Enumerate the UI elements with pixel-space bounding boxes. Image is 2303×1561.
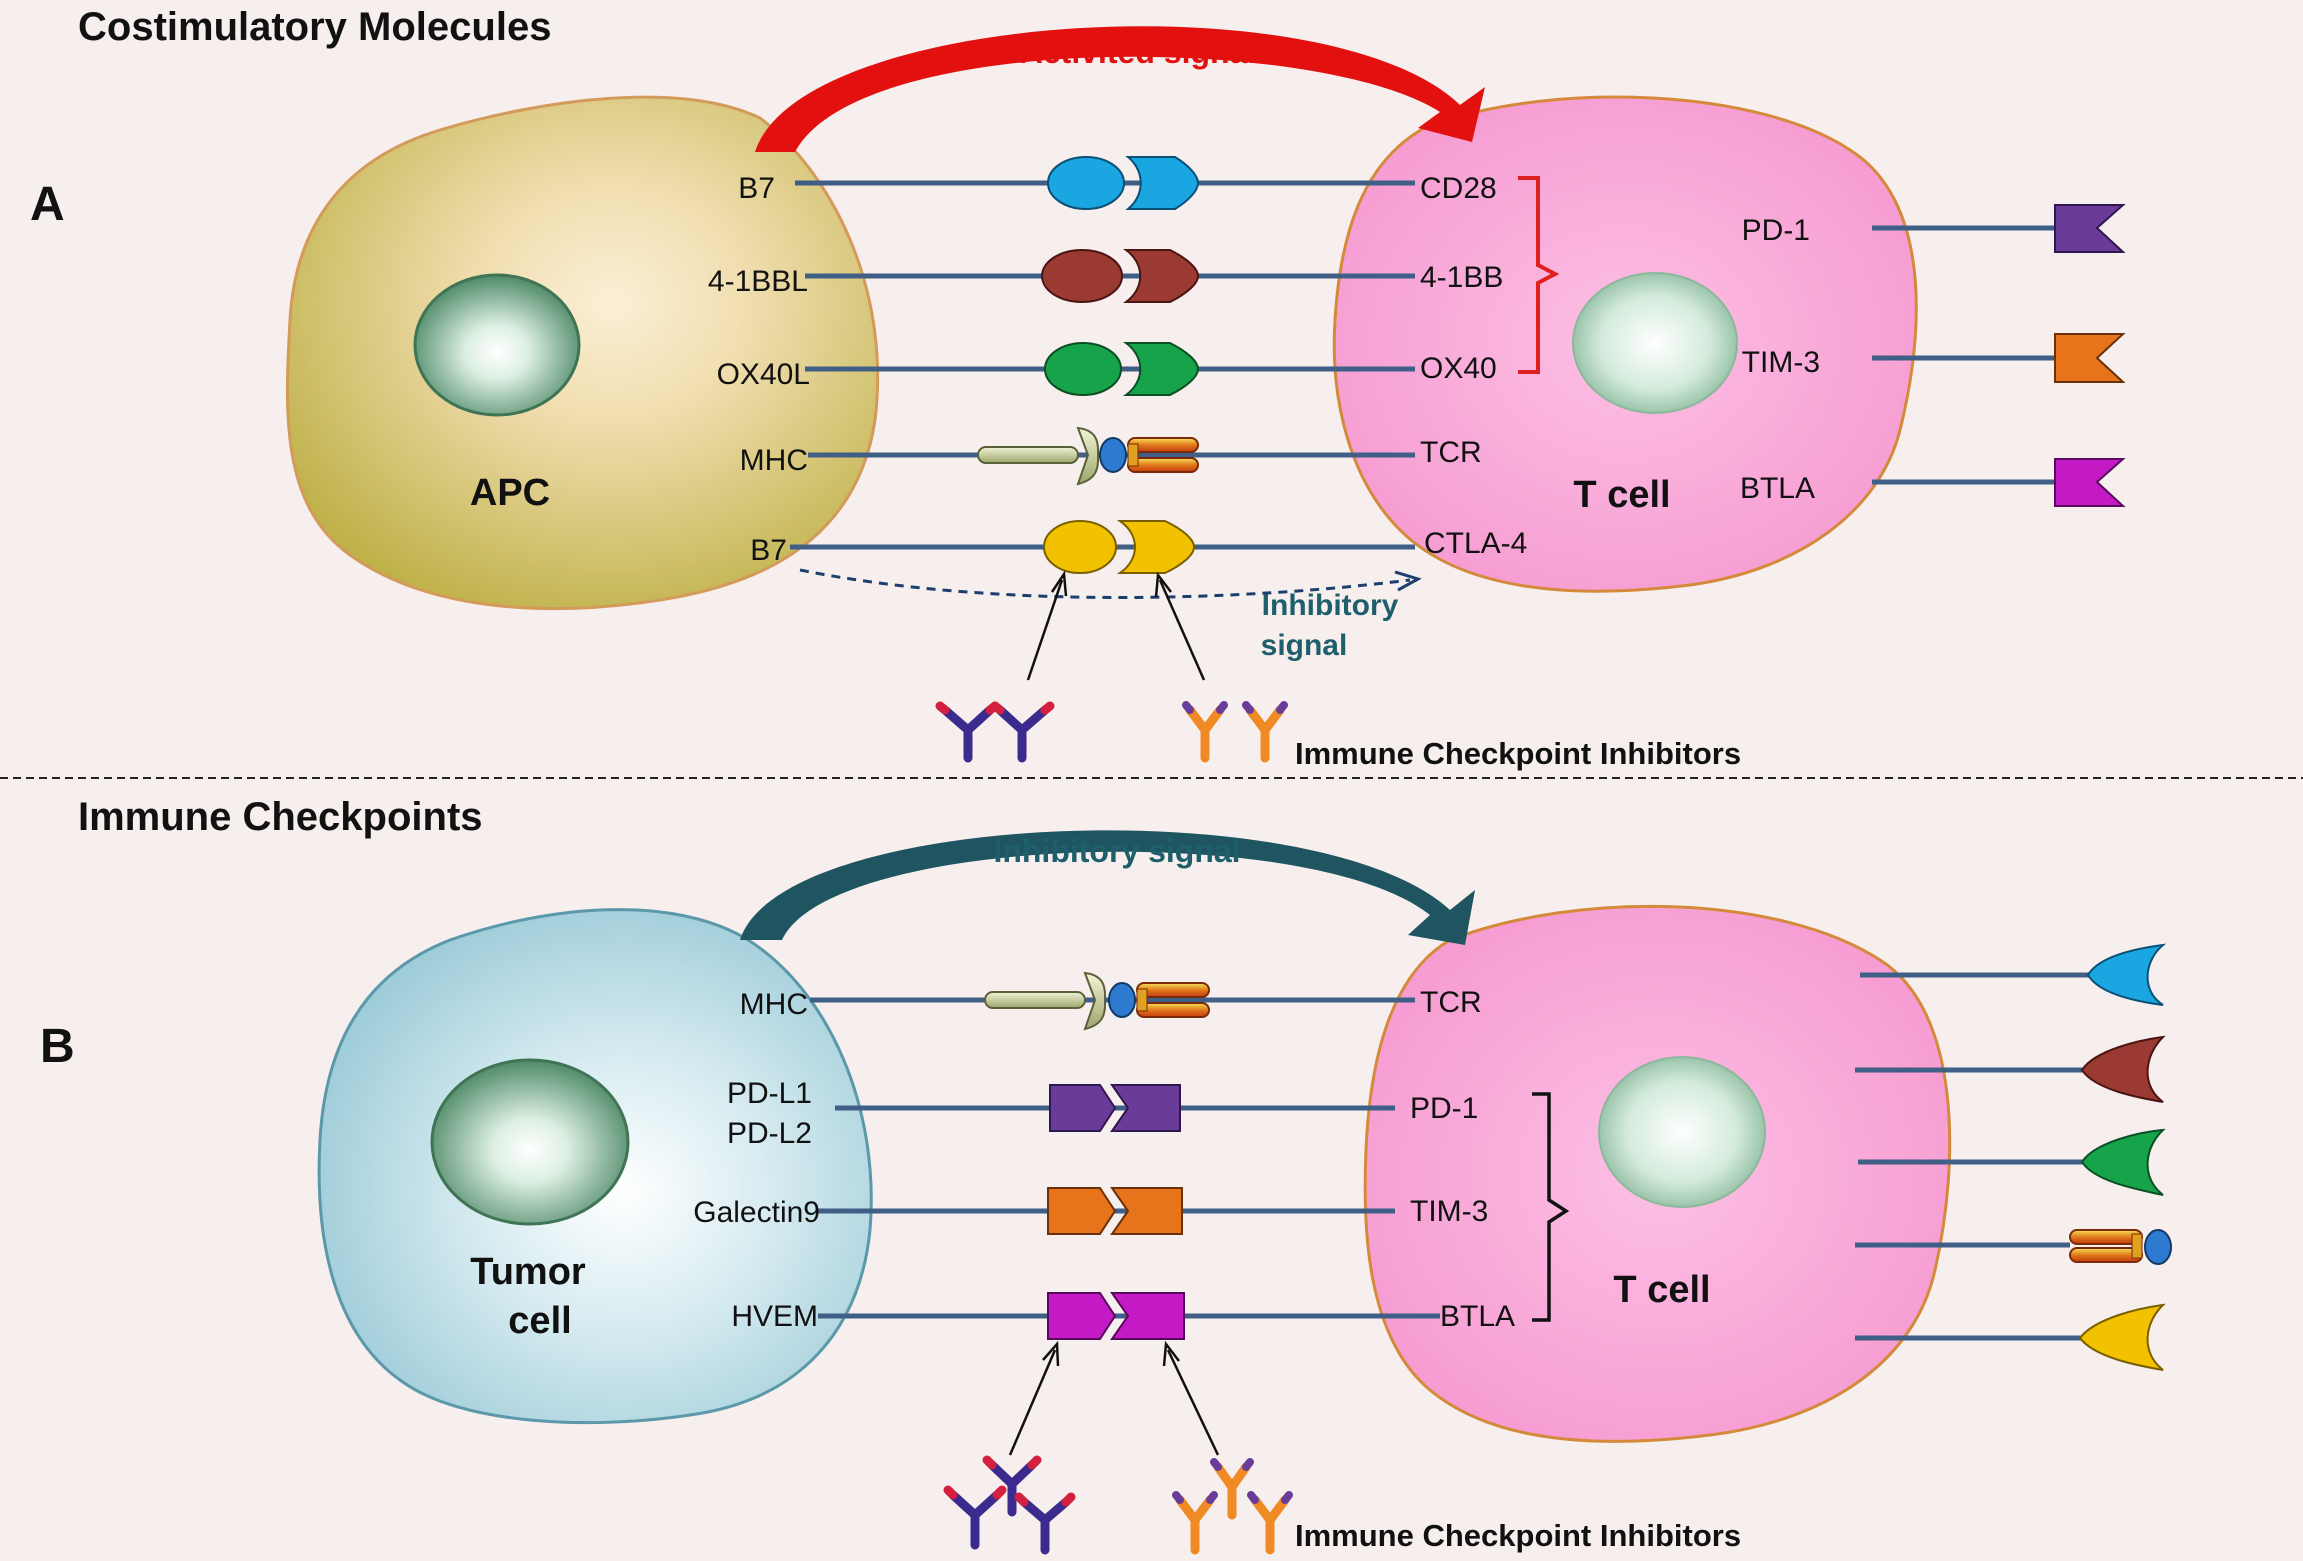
mhc-tcr-pair-a	[977, 426, 1199, 486]
ici-arrow-b-left	[1008, 1349, 1057, 1456]
panel-label-a: A	[30, 178, 65, 231]
hvem-btla-pair	[1047, 1292, 1185, 1340]
tcr-receptor-b	[2069, 1229, 2172, 1265]
antibody-orange-b1	[1172, 1491, 1218, 1555]
ox40l-ox40-pair	[1044, 342, 1200, 396]
receptor-cd28: CD28	[1420, 172, 1497, 205]
ligand-galectin9: Galectin9	[693, 1196, 820, 1229]
antibody-purple-b2	[982, 1455, 1042, 1517]
pdl-pd1-pair	[1049, 1084, 1181, 1132]
ici-arrowhead-a-left	[1050, 570, 1068, 597]
t-cell-b-label: T cell	[1613, 1269, 1710, 1311]
ligand-4-1bbl: 4-1BBL	[708, 265, 808, 298]
4-1bbl-4-1bb-pair	[1041, 249, 1200, 303]
checkpoint-tim-3-a: TIM-3	[1742, 346, 1820, 379]
ligand-mhc: MHC	[740, 444, 808, 477]
receptor-tcr-b: TCR	[1420, 986, 1482, 1019]
antibody-orange-a1	[1182, 701, 1228, 763]
ici-arrowhead-b-right	[1162, 1340, 1180, 1367]
ox40-receptor-b	[2080, 1128, 2166, 1196]
section-title-costimulatory: Costimulatory Molecules	[78, 5, 551, 49]
ligand-pd-l2: PD-L2	[727, 1117, 812, 1150]
tumor-nucleus	[430, 1058, 630, 1226]
receptor-4-1bb: 4-1BB	[1420, 261, 1503, 294]
b7-cd28-pair	[1047, 156, 1200, 210]
inhibitory-label-a-line1: Inhibitory	[1262, 589, 1399, 622]
ligand-hvem: HVEM	[731, 1300, 818, 1333]
antibody-orange-a2	[1242, 701, 1288, 763]
inhibitory-dashed-arrow-a	[799, 568, 1411, 599]
ligand-ox40l: OX40L	[717, 358, 810, 391]
ici-arrow-a-right	[1158, 579, 1206, 681]
receptor-ox40: OX40	[1420, 352, 1497, 385]
ici-label-b: Immune Checkpoint Inhibitors	[1295, 1518, 1741, 1553]
ctla-4-receptor-b	[2078, 1303, 2166, 1371]
checkpoint-pd-1-a: PD-1	[1742, 214, 1810, 247]
ici-arrow-b-right	[1166, 1349, 1220, 1456]
t-cell-b-nucleus	[1598, 1056, 1766, 1208]
ligand-mhc-b: MHC	[740, 988, 808, 1021]
inhibitory-arrow-label-b: Inhibitory signal	[993, 833, 1240, 869]
ici-arrow-a-left	[1026, 579, 1064, 681]
apc-label: APC	[470, 472, 550, 514]
b7-ctla4-pair	[1043, 520, 1196, 574]
cd28-receptor-b	[2086, 943, 2167, 1006]
inhibitory-dashed-arrowhead-a	[1394, 570, 1422, 592]
antibody-purple-a1	[935, 701, 1000, 763]
apc-cell	[285, 95, 880, 611]
btla-receptor-a	[2054, 458, 2126, 507]
receptor-pd-1-b: PD-1	[1410, 1092, 1478, 1125]
receptor-ctla-4: CTLA-4	[1424, 527, 1527, 560]
ici-arrowhead-a-right	[1154, 571, 1172, 598]
activation-arrow	[755, 26, 1485, 152]
receptor-tim-3-b: TIM-3	[1410, 1195, 1488, 1228]
panel-label-b: B	[40, 1020, 75, 1073]
antibody-orange-b2	[1210, 1458, 1254, 1520]
ligand-b7: B7	[738, 172, 775, 205]
apc-nucleus	[413, 273, 581, 417]
inhibitory-label-a-line2: signal	[1261, 629, 1348, 662]
checkpoint-btla-a: BTLA	[1740, 472, 1815, 505]
costim-bracket	[1518, 176, 1560, 374]
t-cell-a-nucleus	[1572, 272, 1738, 414]
ligand-pd-l1: PD-L1	[727, 1077, 812, 1110]
checkpoint-bracket	[1532, 1092, 1570, 1322]
t-cell-a-label: T cell	[1573, 474, 1670, 516]
ici-label-a: Immune Checkpoint Inhibitors	[1295, 736, 1741, 771]
galectin9-tim3-pair	[1047, 1187, 1183, 1235]
inhibitory-arrow-b	[740, 830, 1475, 945]
antibody-purple-b1	[943, 1485, 1007, 1550]
antibody-orange-b3	[1247, 1491, 1293, 1555]
receptor-btla-b: BTLA	[1440, 1300, 1515, 1333]
antibody-purple-a2	[990, 701, 1055, 763]
4-1bb-receptor-b	[2080, 1035, 2166, 1103]
ligand-b7-2: B7	[750, 534, 787, 567]
antibody-purple-b3	[1014, 1492, 1076, 1555]
tumor-label-line1: Tumor	[470, 1251, 586, 1293]
activation-arrow-label: Activited signal	[1020, 34, 1257, 70]
ici-arrowhead-b-left	[1042, 1340, 1060, 1367]
pd-1-receptor-a	[2054, 204, 2126, 253]
mhc-tcr-pair-b	[984, 971, 1210, 1031]
tumor-label-line2: cell	[508, 1300, 571, 1342]
tim-3-receptor-a	[2054, 333, 2126, 383]
receptor-tcr: TCR	[1420, 436, 1482, 469]
section-title-immune-checkpoints: Immune Checkpoints	[78, 795, 483, 839]
